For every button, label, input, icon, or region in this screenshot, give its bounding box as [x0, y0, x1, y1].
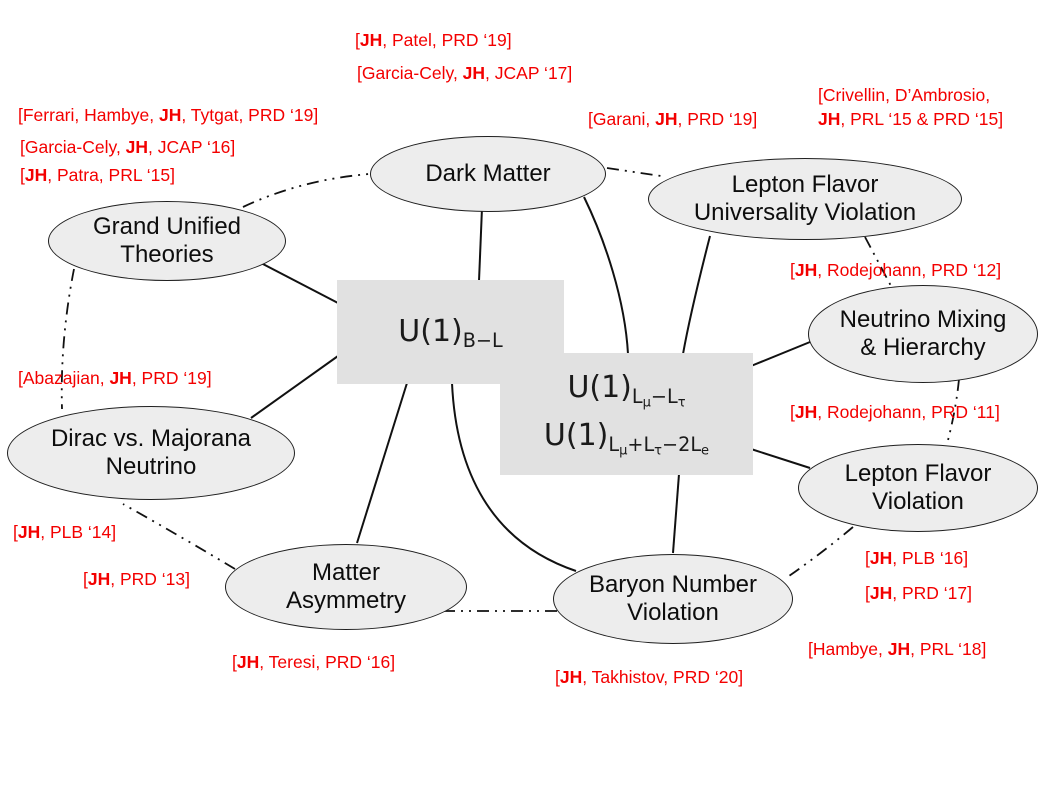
- node-label-line1: Dirac vs. Majorana: [50, 425, 252, 452]
- node-label-line1: Baryon Number: [588, 571, 758, 598]
- citation-garani-prd19: [Garani, JH, PRD ‘19]: [588, 109, 758, 129]
- citation-teresi-prd16: [JH, Teresi, PRD ‘16]: [232, 652, 396, 672]
- citation-ferrari-prd19: [Ferrari, Hambye, JH, Tytgat, PRD ‘19]: [18, 105, 319, 125]
- ring-darkmatter-lfuv: [606, 167, 662, 177]
- node-label-line1: Grand Unified: [92, 213, 242, 240]
- citation-abazajian-prd19: [Abazajian, JH, PRD ‘19]: [18, 368, 212, 388]
- citation-patel-prd19: [JH, Patel, PRD ‘19]: [355, 30, 512, 50]
- node-neutrino-mixing-hierarchy: Neutrino Mixing& Hierarchy: [808, 285, 1038, 383]
- node-label-line2: Violation: [872, 488, 964, 515]
- node-u1-lmu-ltau-box: U(1)Lμ−Lτ U(1)Lμ+Lτ−2Le: [500, 353, 753, 475]
- node-label-line2: Universality Violation: [693, 199, 917, 226]
- node-label: Dark Matter: [425, 160, 551, 187]
- ring-gut-darkmatter: [242, 173, 370, 208]
- citation-patra-prl15: [JH, Patra, PRL ‘15]: [20, 165, 175, 185]
- edge-lmu-to-neutrinomixing: [750, 341, 811, 367]
- edge-bl-to-matterasymmetry: [356, 382, 408, 544]
- u1-lmu-minus-ltau-label: U(1)Lμ−Lτ: [567, 370, 686, 412]
- node-label-line1: Lepton Flavor: [844, 460, 992, 487]
- u1-lmu-plus-ltau-minus-2le-label: U(1)Lμ+Lτ−2Le: [543, 418, 710, 459]
- node-label-line2: Asymmetry: [286, 587, 406, 614]
- citation-crivellin-line2: JH, PRL ‘15 & PRD ‘15]: [818, 109, 1004, 129]
- citation-hambye-prl18: [Hambye, JH, PRL ‘18]: [808, 639, 987, 659]
- u1-b-minus-l-label: U(1)B−L: [398, 313, 503, 352]
- node-label-line2: & Hierarchy: [860, 334, 986, 361]
- citation-rodejohann-prd11: [JH, Rodejohann, PRD ‘11]: [790, 402, 1000, 422]
- ring-lfv-baryon: [788, 526, 854, 577]
- citation-plb14: [JH, PLB ‘14]: [13, 522, 117, 542]
- edge-gut-to-bl: [260, 262, 339, 304]
- citation-crivellin-line1: [Crivellin, D’Ambrosio,: [818, 85, 991, 105]
- edge-bl-to-baryon: [451, 382, 577, 572]
- edge-lmu-to-baryon: [672, 473, 680, 554]
- citation-plb16: [JH, PLB ‘16]: [865, 548, 969, 568]
- edge-dirac-to-bl: [250, 355, 339, 419]
- edge-darkmatter-to-bl: [478, 207, 483, 282]
- node-dark-matter: Dark Matter: [370, 136, 606, 212]
- node-label-line2: Theories: [120, 241, 214, 268]
- ring-neutrinomixing-lfv: [946, 378, 960, 445]
- node-label-line2: Neutrino: [105, 453, 197, 480]
- citation-garciacely-jcap17: [Garcia-Cely, JH, JCAP ‘17]: [357, 63, 573, 83]
- citation-takhistov-prd20: [JH, Takhistov, PRD ‘20]: [555, 667, 744, 687]
- citation-rodejohann-prd12: [JH, Rodejohann, PRD ‘12]: [790, 260, 1002, 280]
- node-label-line1: Neutrino Mixing: [839, 306, 1007, 333]
- ring-lfuv-neutrinomixing: [864, 236, 892, 287]
- citation-prd17: [JH, PRD ‘17]: [865, 583, 972, 603]
- ring-gut-dirac: [60, 268, 75, 410]
- edge-lmu-to-lfv: [750, 448, 811, 469]
- citation-garciacely-jcap16: [Garcia-Cely, JH, JCAP ‘16]: [20, 137, 236, 157]
- ring-matterasymmetry-dirac: [122, 503, 236, 570]
- edge-lfuv-to-lmu: [682, 235, 711, 355]
- edge-darkmatter-to-lmu: [583, 196, 629, 355]
- citation-prd13: [JH, PRD ‘13]: [83, 569, 190, 589]
- node-label-line1: Matter: [311, 559, 380, 586]
- node-label-line2: Violation: [627, 599, 719, 626]
- node-label-line1: Lepton Flavor: [731, 171, 879, 198]
